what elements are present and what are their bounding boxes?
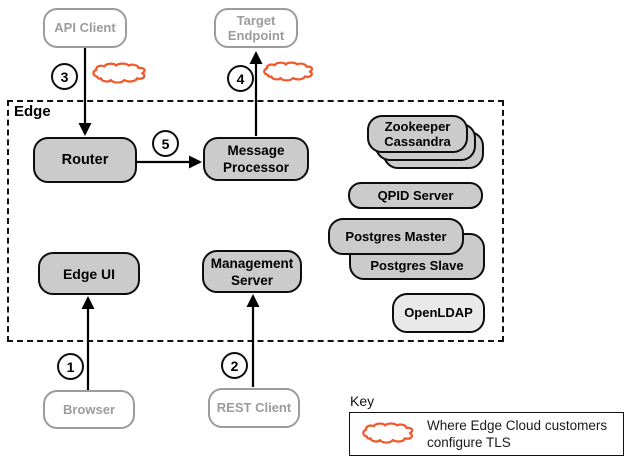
step-number: 2 — [230, 357, 239, 374]
edge-boundary-label: Edge — [14, 103, 51, 120]
node-target-endpoint: Target Endpoint — [214, 8, 298, 48]
step-circle-3: 3 — [51, 63, 78, 90]
node-label: Router — [61, 152, 109, 168]
node-label: Browser — [62, 401, 116, 417]
node-label: Postgres Master — [345, 228, 447, 244]
node-label: Message Processor — [222, 143, 290, 175]
node-label: OpenLDAP — [404, 305, 473, 320]
step-circle-2: 2 — [221, 352, 248, 379]
step-circle-5: 5 — [152, 130, 179, 157]
node-label: Management Server — [210, 255, 294, 288]
step-number: 4 — [236, 70, 245, 87]
node-message-processor: Message Processor — [203, 137, 309, 181]
step-number: 5 — [161, 135, 170, 152]
node-qpid-server: QPID Server — [348, 182, 483, 209]
node-label: API Client — [54, 20, 116, 35]
node-zookeeper-cassandra: Zookeeper Cassandra — [367, 115, 468, 153]
node-label: Cassandra — [384, 134, 451, 149]
step-circle-4: 4 — [227, 65, 254, 92]
node-router: Router — [33, 137, 137, 183]
node-edge-ui: Edge UI — [38, 252, 140, 295]
key-legend-box: Where Edge Cloud customers configure TLS — [349, 412, 624, 456]
node-label: Edge UI — [62, 265, 116, 282]
node-openldap: OpenLDAP — [392, 293, 485, 333]
node-label: REST Client — [216, 400, 292, 415]
key-description: Where Edge Cloud customers configure TLS — [427, 417, 607, 451]
step-circle-1: 1 — [57, 353, 84, 380]
node-label: Postgres Slave — [370, 257, 464, 273]
step-number: 1 — [66, 358, 75, 375]
node-label: QPID Server — [377, 187, 454, 203]
tls-cloud-icon — [362, 422, 414, 444]
node-label: Zookeeper — [384, 119, 451, 134]
node-label: Target Endpoint — [227, 13, 285, 43]
tls-cloud-icon — [263, 61, 314, 82]
key-title: Key — [350, 393, 375, 409]
tls-cloud-icon — [92, 62, 146, 84]
step-number: 3 — [60, 68, 69, 85]
node-postgres-master: Postgres Master — [328, 218, 464, 255]
key-description-line2: configure TLS — [427, 435, 511, 450]
node-browser: Browser — [43, 390, 135, 429]
node-rest-client: REST Client — [208, 388, 300, 428]
key-description-line1: Where Edge Cloud customers — [427, 418, 608, 433]
node-management-server: Management Server — [202, 250, 302, 293]
node-api-client: API Client — [43, 8, 127, 48]
